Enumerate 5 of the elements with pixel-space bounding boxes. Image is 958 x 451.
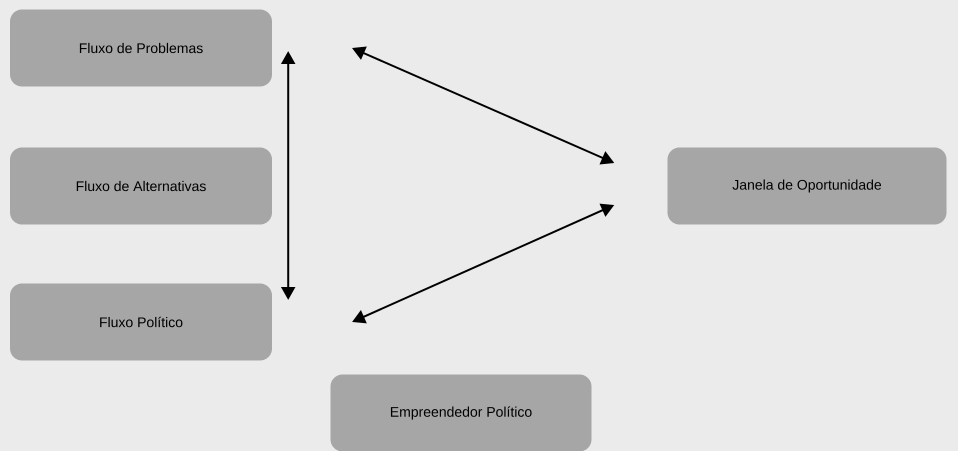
process-box: Janela de Oportunidade — [668, 148, 946, 224]
process-box: Fluxo Político — [10, 284, 272, 360]
process-box: Fluxo de Alternativas — [10, 148, 272, 224]
process-box: Empreendedor Político — [330, 374, 592, 451]
process-box: Fluxo de Problemas — [10, 10, 272, 86]
